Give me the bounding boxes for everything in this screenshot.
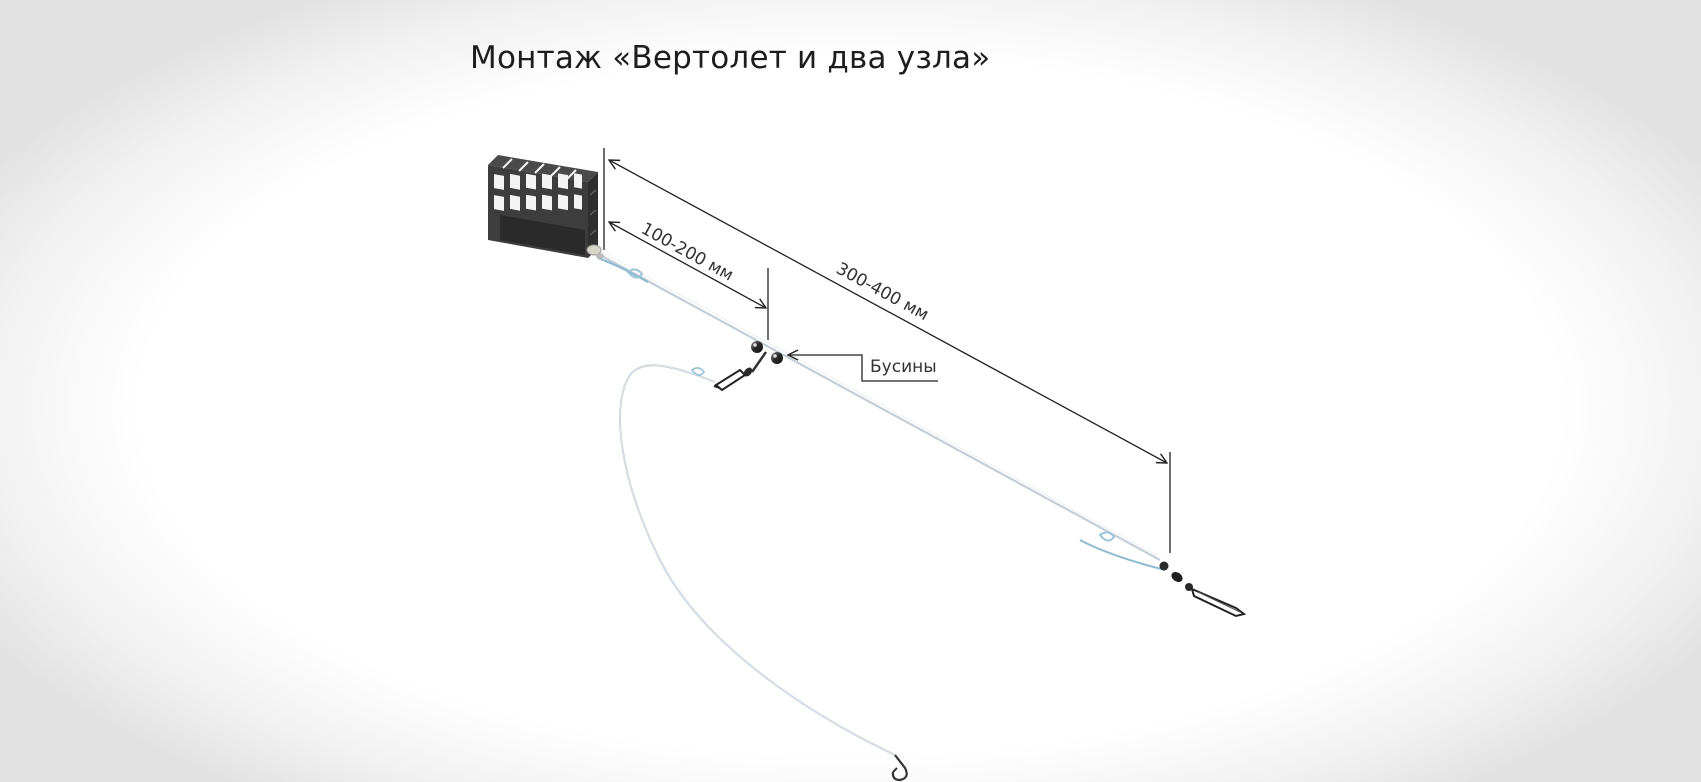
leader-line (619, 364, 896, 756)
beads-callout: Бусины (786, 349, 938, 382)
dimension-extension-lines (603, 148, 1171, 553)
snap-swivel-icon (713, 351, 768, 392)
dimension-short-label: 100-200 мм (638, 219, 737, 286)
beads-callout-label: Бусины (870, 357, 937, 377)
dimension-short-arrow (609, 222, 766, 308)
snap-swivel-icon (1159, 561, 1247, 618)
bead-icon (751, 341, 783, 364)
swivel-icon (586, 244, 604, 259)
dimension-long-arrow (609, 160, 1167, 463)
feeder-cage-icon (488, 155, 598, 258)
dimension-long-label: 300-400 мм (833, 259, 932, 325)
diagram-title: Монтаж «Вертолет и два узла» (470, 40, 991, 76)
hook-icon (891, 754, 908, 782)
